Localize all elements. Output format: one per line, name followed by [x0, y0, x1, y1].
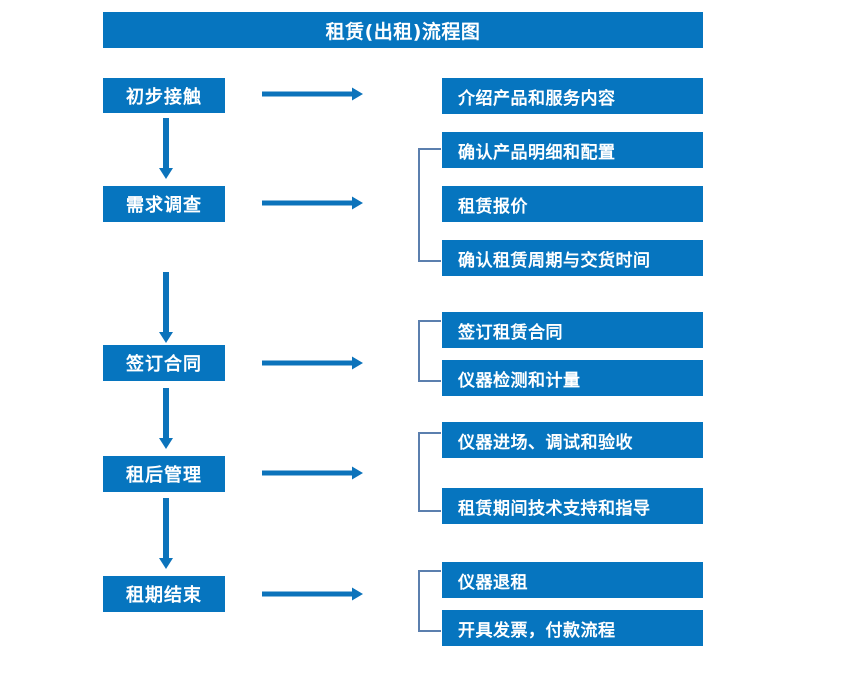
detail-box-2-1[interactable]: 确认产品明细和配置 — [442, 132, 703, 168]
stage-box-1[interactable]: 初步接触 — [103, 78, 225, 113]
stage-box-4[interactable]: 租后管理 — [103, 456, 225, 492]
right-arrow-icon-1 — [262, 86, 364, 102]
detail-box-2-3[interactable]: 确认租赁周期与交货时间 — [442, 240, 703, 276]
detail-box-4-1[interactable]: 仪器进场、调试和验收 — [442, 422, 703, 458]
group-bracket-icon-3 — [417, 320, 443, 382]
stage-box-3[interactable]: 签订合同 — [103, 345, 225, 381]
stage-box-2[interactable]: 需求调查 — [103, 186, 225, 222]
group-bracket-icon-5 — [417, 570, 443, 632]
detail-box-3-1[interactable]: 签订租赁合同 — [442, 312, 703, 348]
down-arrow-icon-3 — [158, 388, 174, 450]
right-arrow-icon-4 — [262, 465, 364, 481]
down-arrow-icon-2 — [158, 272, 174, 344]
detail-box-2-2[interactable]: 租赁报价 — [442, 186, 703, 222]
group-bracket-icon-4 — [417, 432, 443, 512]
down-arrow-icon-4 — [158, 498, 174, 570]
detail-box-4-2[interactable]: 租赁期间技术支持和指导 — [442, 488, 703, 524]
stage-box-5[interactable]: 租期结束 — [103, 576, 225, 612]
detail-box-5-2[interactable]: 开具发票，付款流程 — [442, 610, 703, 646]
detail-box-1-1[interactable]: 介绍产品和服务内容 — [442, 78, 703, 114]
right-arrow-icon-2 — [262, 195, 364, 211]
page-title: 租赁(出租)流程图 — [103, 12, 703, 48]
right-arrow-icon-5 — [262, 586, 364, 602]
right-arrow-icon-3 — [262, 355, 364, 371]
down-arrow-icon-1 — [158, 118, 174, 180]
group-bracket-icon-2 — [417, 148, 443, 262]
detail-box-3-2[interactable]: 仪器检测和计量 — [442, 360, 703, 396]
detail-box-5-1[interactable]: 仪器退租 — [442, 562, 703, 598]
